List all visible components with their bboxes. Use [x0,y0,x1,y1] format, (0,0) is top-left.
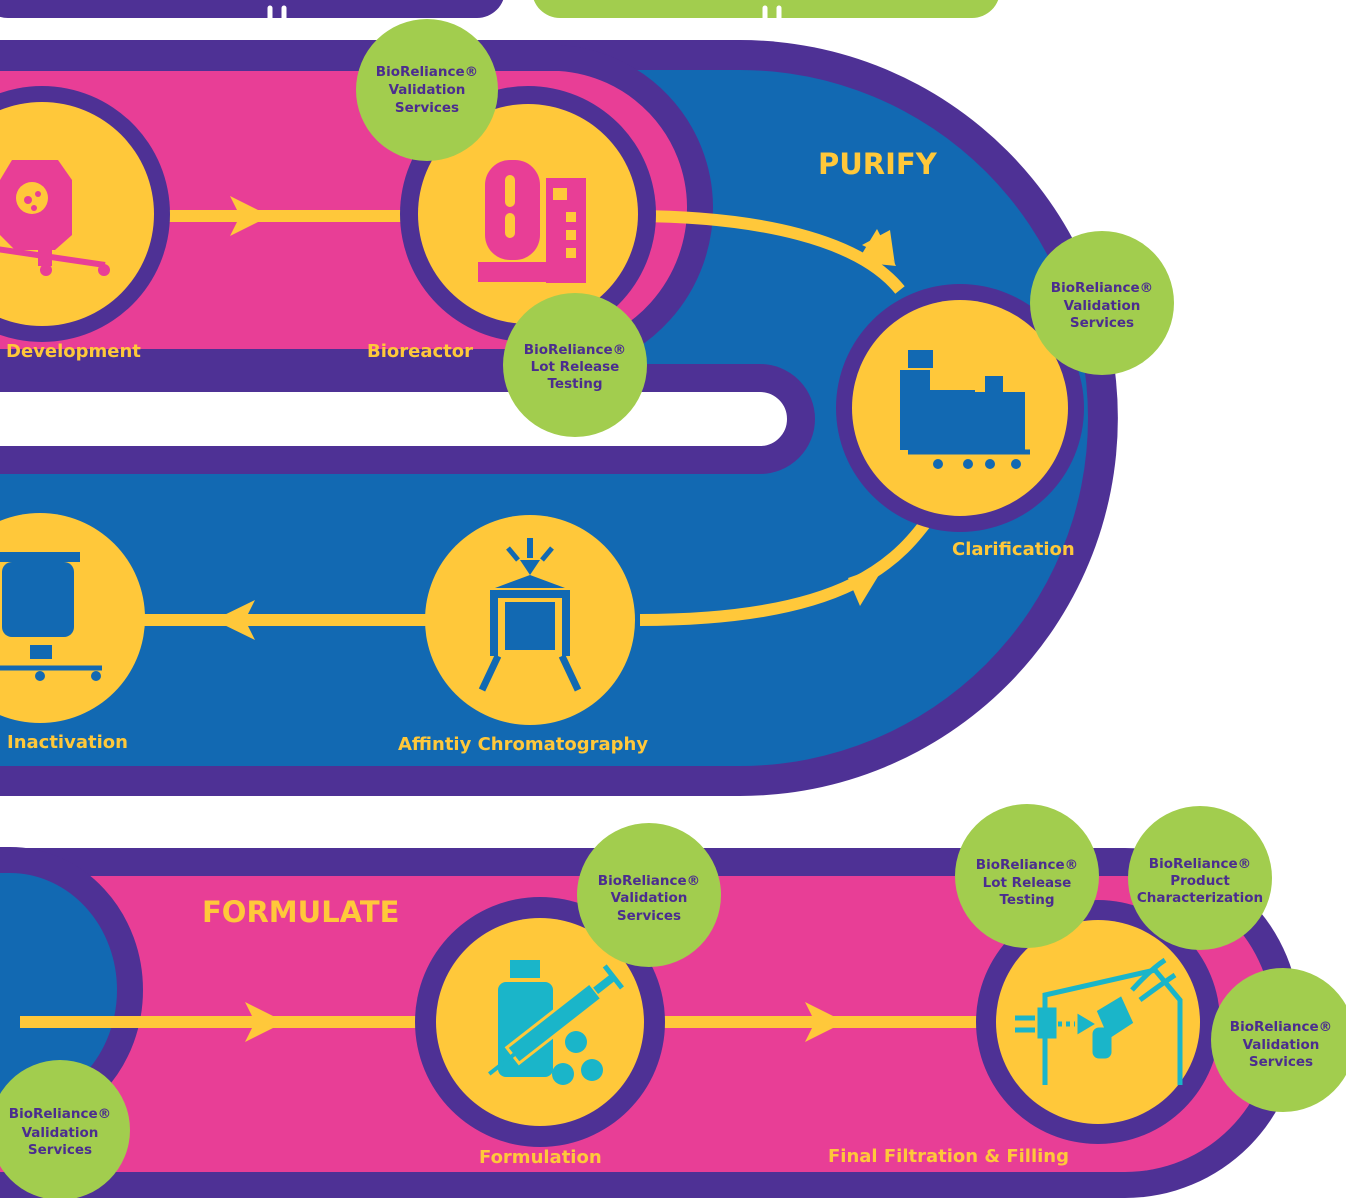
cell-culture-vessel-icon [0,160,110,276]
svg-text:Validation: Validation [389,82,466,98]
bubble-filling-lot-release[interactable]: BioReliance® Lot Release Testing [955,804,1099,948]
svg-text:Product: Product [1170,873,1230,889]
svg-text:BioReliance®: BioReliance® [976,857,1078,873]
svg-text:BioReliance®: BioReliance® [1051,280,1153,296]
section-title-formulate: FORMULATE [202,895,399,929]
filling-machine-icon [1015,957,1183,1085]
label-affinity: Affintiy Chromatography [398,734,648,755]
flow-arrowheads [214,196,896,1042]
svg-text:BioReliance®: BioReliance® [1149,856,1251,872]
step-clarification [836,284,1084,532]
svg-text:Services: Services [1249,1054,1313,1070]
step-affinity [425,515,635,725]
svg-text:Testing: Testing [1000,892,1055,908]
bubble-filling-characterization[interactable]: BioReliance® Product Characterization [1128,806,1272,950]
step-inactivation [0,513,145,723]
svg-text:Lot Release: Lot Release [983,875,1072,891]
step-final-filling [976,900,1220,1144]
bubble-formulation-validation[interactable]: BioReliance® Validation Services [577,823,721,967]
track-separator [0,364,815,474]
step-formulation [415,897,665,1147]
svg-text:Characterization: Characterization [1137,890,1263,906]
svg-text:Testing: Testing [548,376,603,392]
svg-text:Services: Services [1070,315,1134,331]
svg-text:Services: Services [395,100,459,116]
vial-syringe-pills-icon [488,960,624,1085]
step-development [0,86,170,342]
top-left-box [0,0,504,18]
label-formulation: Formulation [479,1147,602,1168]
svg-text:BioReliance®: BioReliance® [524,342,626,358]
svg-text:BioReliance®: BioReliance® [1230,1019,1332,1035]
svg-text:Validation: Validation [22,1125,99,1141]
svg-text:Validation: Validation [1243,1037,1320,1053]
section-title-purify: PURIFY [818,147,938,181]
label-bioreactor: Bioreactor [367,341,473,362]
svg-text:Validation: Validation [1064,298,1141,314]
svg-text:Lot Release: Lot Release [531,359,620,375]
inactivation-tank-icon [0,552,102,681]
svg-text:Services: Services [28,1142,92,1158]
bubble-bioreactor-lot-release[interactable]: BioReliance® Lot Release Testing [503,293,647,437]
bioreactor-icon [478,160,586,283]
clarification-skid-icon [900,350,1030,469]
svg-text:Validation: Validation [611,890,688,906]
label-development: Development [6,341,141,362]
label-final-filling: Final Filtration & Filling [828,1146,1069,1167]
bubble-clarification-validation[interactable]: BioReliance® Validation Services [1030,231,1174,375]
svg-text:BioReliance®: BioReliance® [376,64,478,80]
bubble-bioreactor-validation[interactable]: BioReliance® Validation Services [356,19,498,161]
label-clarification: Clarification [952,539,1075,560]
flow-connectors [20,210,1000,1028]
chromatography-column-icon [478,538,582,692]
bubble-filling-validation[interactable]: BioReliance® Validation Services [1211,968,1346,1112]
svg-text:BioReliance®: BioReliance® [598,873,700,889]
bubble-bottom-left-validation[interactable]: BioReliance® Validation Services [0,1060,130,1200]
label-inactivation: Inactivation [7,732,128,753]
svg-text:BioReliance®: BioReliance® [9,1106,111,1122]
svg-text:Services: Services [617,908,681,924]
